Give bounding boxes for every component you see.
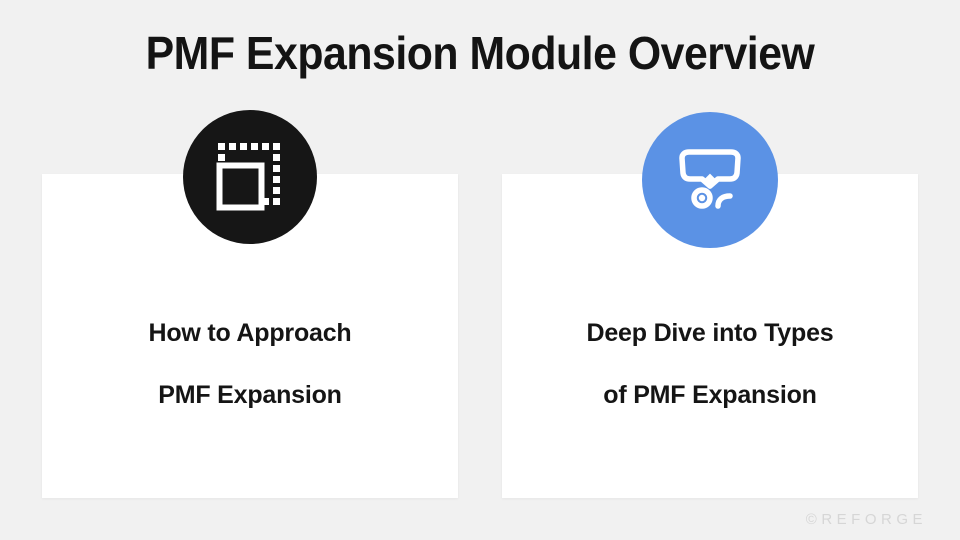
scale-expand-icon-badge (183, 110, 317, 244)
page-title: PMF Expansion Module Overview (145, 27, 815, 79)
card-right-line-2: of PMF Expansion (603, 381, 817, 409)
scale-expand-icon (216, 143, 284, 211)
scuba-mask-icon (672, 148, 748, 212)
scuba-mask-icon-badge (642, 112, 778, 248)
card-left-line-1: How to Approach (148, 319, 352, 347)
reforge-watermark: ©REFORGE (805, 511, 927, 528)
card-left-text: How to Approach PMF Expansion (42, 302, 458, 426)
card-deep-dive[interactable]: Deep Dive into Types of PMF Expansion (502, 174, 918, 498)
card-right-line-1: Deep Dive into Types (586, 319, 834, 347)
card-right-text: Deep Dive into Types of PMF Expansion (502, 302, 918, 426)
card-left-line-2: PMF Expansion (158, 381, 342, 409)
